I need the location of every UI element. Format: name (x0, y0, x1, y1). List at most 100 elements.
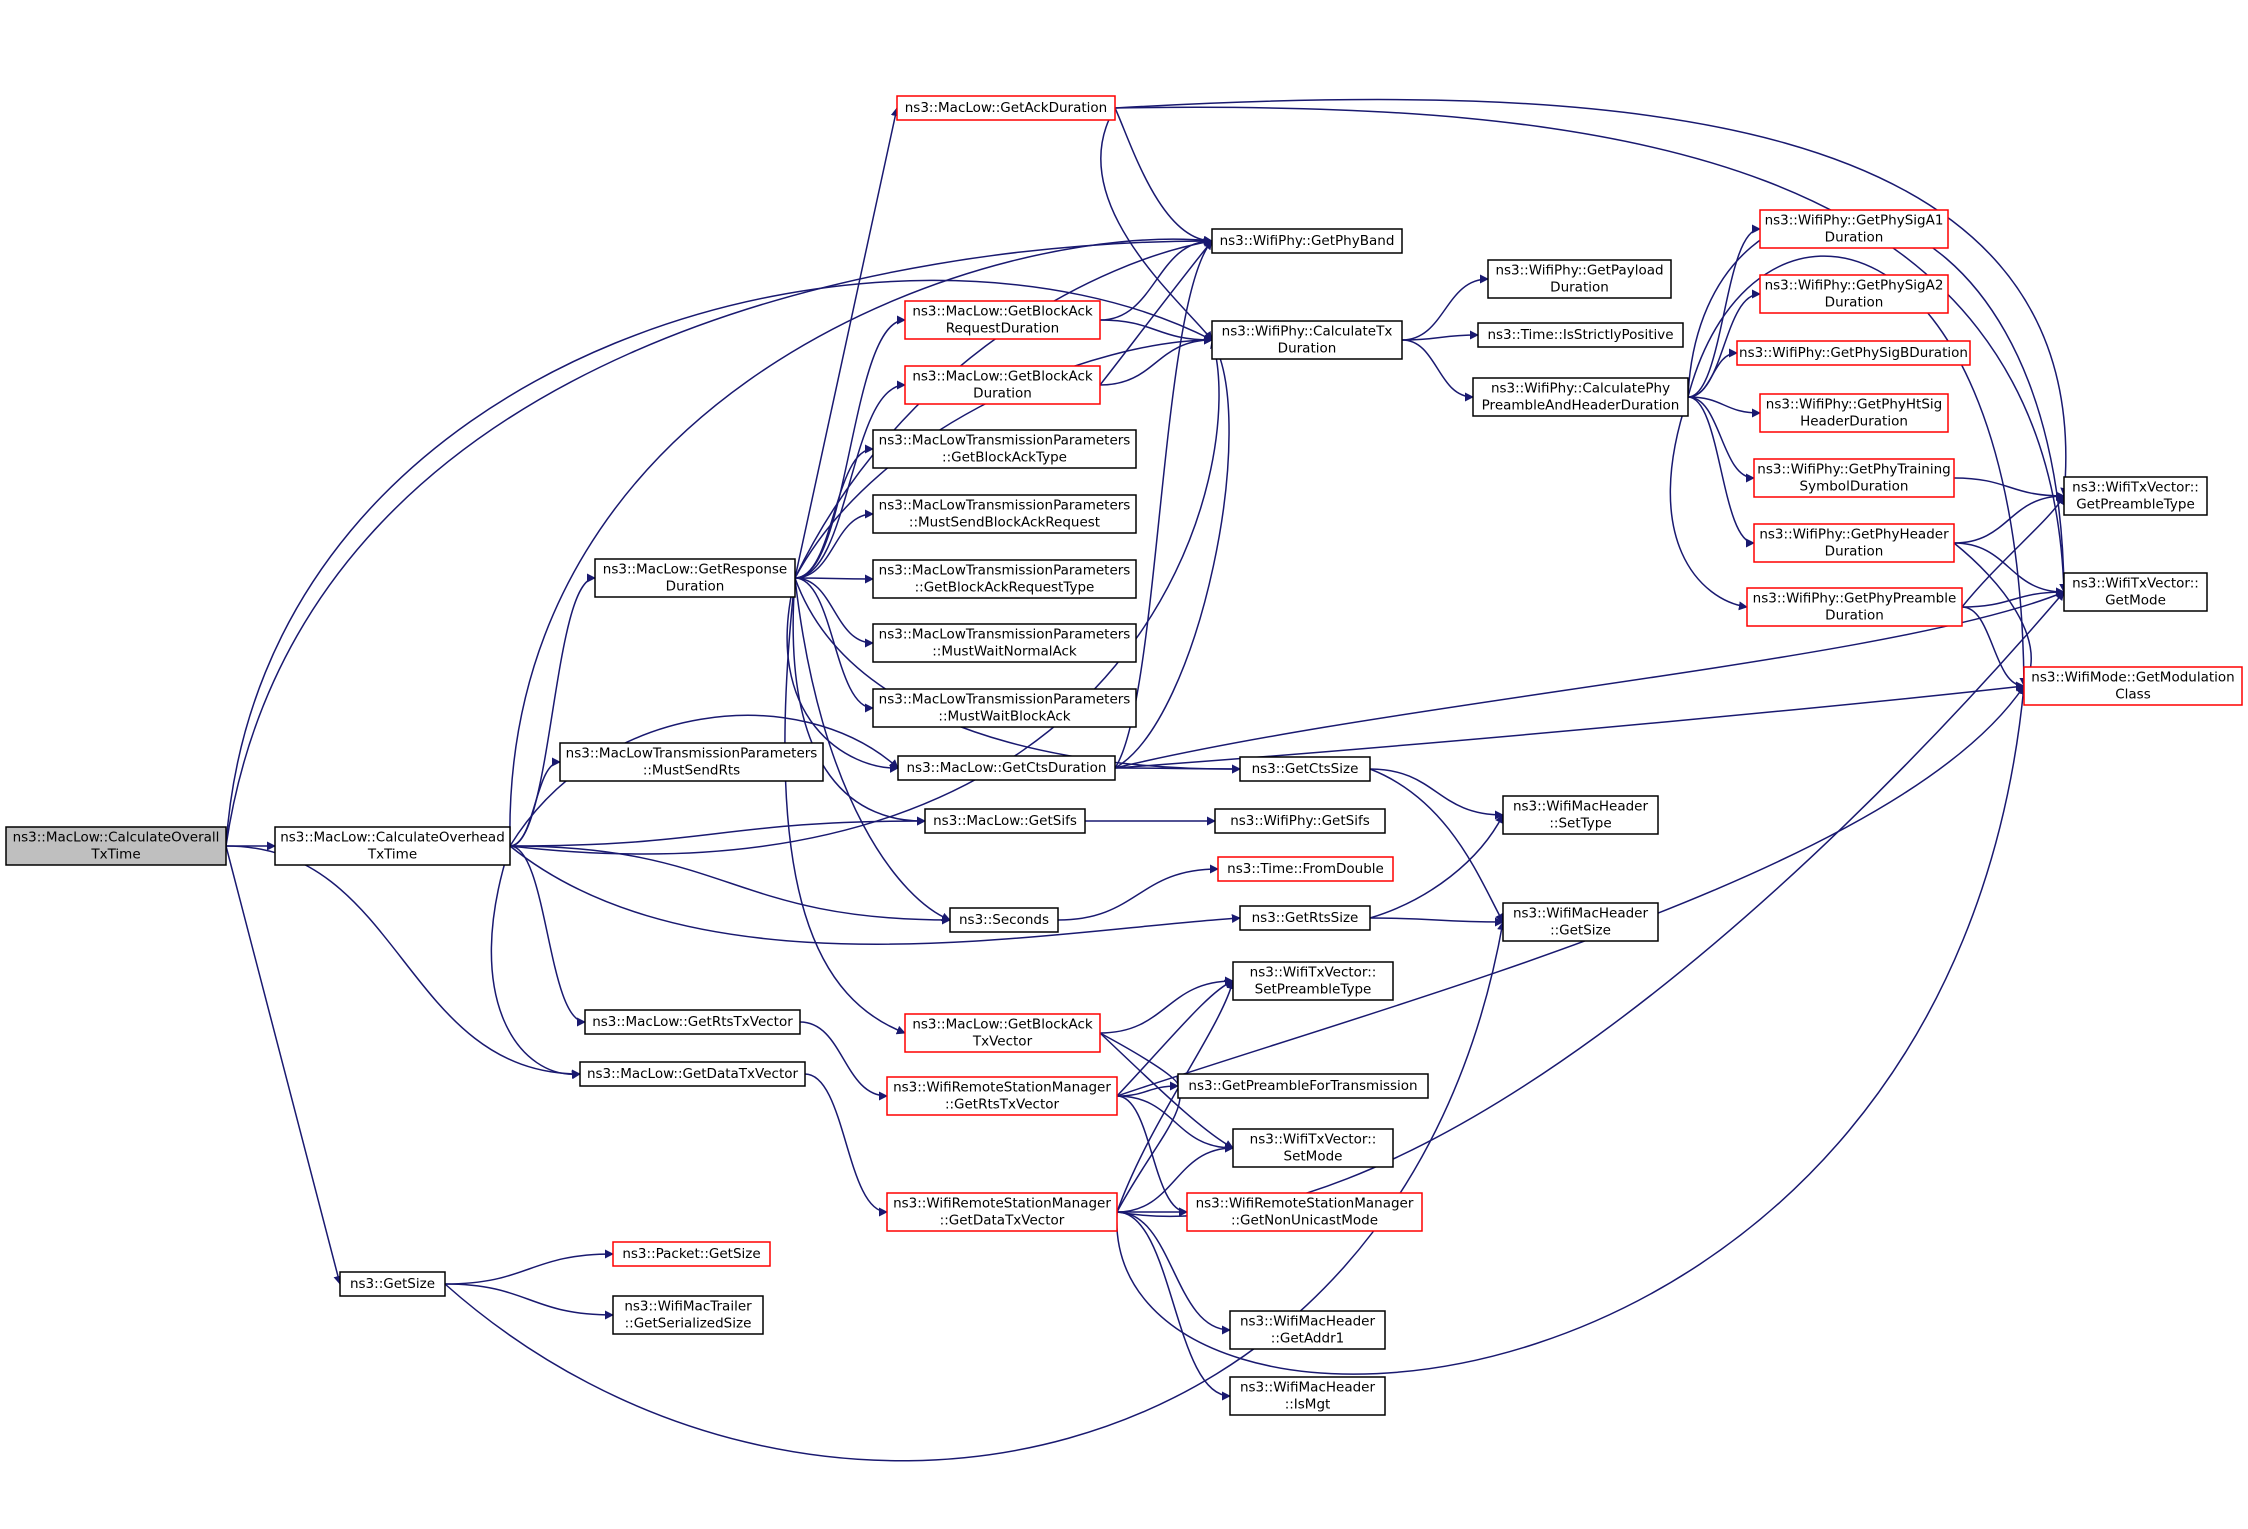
node-box (584, 1009, 801, 1035)
node-getSifs[interactable]: ns3::MacLow::GetSifs (924, 808, 1086, 834)
node-label: PreambleAndHeaderDuration (1482, 398, 1680, 414)
node-wrsmGetDataTxVector[interactable]: ns3::WifiRemoteStationManager::GetDataTx… (886, 1192, 1118, 1232)
edge-getSize-to-trailerSize (444, 1283, 614, 1320)
node-label: ::IsMgt (1285, 1397, 1331, 1413)
node-label: ns3::WifiPhy::GetPayload (1495, 263, 1663, 279)
node-label: ns3::GetCtsSize (1252, 761, 1359, 777)
node-label: ::GetAddr1 (1271, 1331, 1344, 1347)
node-calcPreambleHeader[interactable]: ns3::WifiPhy::CalculatePhyPreambleAndHea… (1472, 377, 1689, 417)
node-mustSendRts[interactable]: ns3::MacLowTransmissionParameters::MustS… (559, 742, 824, 782)
node-getRtsTxVector[interactable]: ns3::MacLow::GetRtsTxVector (584, 1009, 801, 1035)
node-label: TxTime (90, 847, 140, 863)
node-phyGetSifs[interactable]: ns3::WifiPhy::GetSifs (1214, 808, 1386, 834)
node-box (594, 558, 796, 598)
node-seconds[interactable]: ns3::Seconds (949, 907, 1059, 933)
node-label: ns3::WifiRemoteStationManager (1196, 1196, 1414, 1212)
node-mustWaitBlockAck[interactable]: ns3::MacLowTransmissionParameters::MustW… (872, 688, 1137, 728)
node-getPreambleForTx[interactable]: ns3::GetPreambleForTransmission (1177, 1073, 1429, 1099)
node-label: ns3::MacLow::GetBlockAck (912, 304, 1093, 320)
node-label: ns3::MacLowTransmissionParameters (879, 563, 1131, 579)
node-box (1232, 961, 1394, 1001)
node-packetGetSize[interactable]: ns3::Packet::GetSize (612, 1241, 771, 1267)
node-box (612, 1295, 764, 1335)
node-label: ns3::GetSize (350, 1276, 435, 1292)
node-txvGetPreambleType[interactable]: ns3::WifiTxVector::GetPreambleType (2063, 476, 2208, 516)
edge-getCtsDuration-to-getCtsSize (1114, 764, 1241, 774)
edge-getBlockAckDur-to-calcTxDuration (1099, 335, 1213, 386)
node-label: ns3::Time::FromDouble (1227, 861, 1384, 877)
edge-wrsmGetRtsTxVector-to-getPreambleForTx (1116, 1081, 1179, 1097)
node-setMode[interactable]: ns3::WifiTxVector::SetMode (1232, 1128, 1394, 1168)
node-getNonUnicastMode[interactable]: ns3::WifiRemoteStationManager::GetNonUni… (1186, 1192, 1423, 1232)
node-box (1211, 320, 1403, 360)
node-label: HeaderDuration (1800, 414, 1908, 430)
node-getSize[interactable]: ns3::GetSize (339, 1271, 446, 1297)
edge-wrsmGetDataTxVector-to-isMgt (1116, 1211, 1231, 1401)
node-wrsmGetRtsTxVector[interactable]: ns3::WifiRemoteStationManager::GetRtsTxV… (886, 1076, 1118, 1116)
node-label: SymbolDuration (1800, 479, 1909, 495)
node-box (612, 1241, 771, 1267)
node-label: ns3::WifiTxVector:: (1250, 1132, 1377, 1148)
node-label: ns3::MacLowTransmissionParameters (566, 746, 818, 762)
node-mustWaitNormalAck[interactable]: ns3::MacLowTransmissionParameters::MustW… (872, 623, 1137, 663)
node-label: ns3::GetRtsSize (1252, 910, 1359, 926)
node-sigB[interactable]: ns3::WifiPhy::GetPhySigBDuration (1736, 340, 1971, 366)
node-getBARType[interactable]: ns3::MacLowTransmissionParameters::GetBl… (872, 559, 1137, 599)
node-getAddr1[interactable]: ns3::WifiMacHeader::GetAddr1 (1229, 1310, 1386, 1350)
node-label: ns3::MacLowTransmissionParameters (879, 692, 1131, 708)
node-macHdrGetSize[interactable]: ns3::WifiMacHeader::GetSize (1502, 902, 1659, 942)
node-label: ns3::MacLow::GetBlockAck (912, 1017, 1093, 1033)
node-label: ns3::MacLow::GetDataTxVector (587, 1066, 799, 1082)
edge-getResponseDuration-to-getBARType (794, 574, 874, 584)
edge-getResponseDuration-to-getAckDuration (794, 107, 900, 579)
node-txvGetMode[interactable]: ns3::WifiTxVector::GetMode (2063, 572, 2208, 612)
node-box (2063, 476, 2208, 516)
edge-calcOverhead-to-getPhyBand (509, 235, 1213, 847)
edge-getCtsDuration-to-txvGetMode (1114, 590, 2065, 769)
edge-getRtsTxVector-to-wrsmGetRtsTxVector (799, 1021, 888, 1101)
node-getBlockAckType[interactable]: ns3::MacLowTransmissionParameters::GetBl… (872, 429, 1137, 469)
node-label: TxVector (972, 1034, 1033, 1050)
edge-calcOverhead-to-getRtsTxVector (509, 845, 586, 1027)
node-getCtsDuration[interactable]: ns3::MacLow::GetCtsDuration (897, 755, 1116, 781)
node-training[interactable]: ns3::WifiPhy::GetPhyTrainingSymbolDurati… (1753, 458, 1955, 498)
node-getRtsSize[interactable]: ns3::GetRtsSize (1239, 905, 1371, 931)
edge-getCtsSize-to-macHdrSetType (1369, 768, 1504, 820)
node-label: Duration (666, 579, 725, 595)
node-label: GetMode (2105, 593, 2166, 609)
node-label: ns3::WifiPhy::GetPhyHeader (1759, 527, 1949, 543)
node-getCtsSize[interactable]: ns3::GetCtsSize (1239, 756, 1371, 782)
node-mustSendBAR[interactable]: ns3::MacLowTransmissionParameters::MustS… (872, 494, 1137, 534)
node-box (886, 1192, 1118, 1232)
node-setPreambleType[interactable]: ns3::WifiTxVector::SetPreambleType (1232, 961, 1394, 1001)
node-label: ns3::WifiMode::GetModulation (2031, 670, 2234, 686)
edge-getResponseDuration-to-seconds (794, 577, 951, 922)
node-box (1472, 377, 1689, 417)
node-isStrictlyPositive[interactable]: ns3::Time::IsStrictlyPositive (1477, 322, 1684, 348)
node-isMgt[interactable]: ns3::WifiMacHeader::IsMgt (1229, 1376, 1386, 1416)
node-box (1746, 587, 1963, 627)
node-getAckDuration[interactable]: ns3::MacLow::GetAckDuration (896, 95, 1116, 121)
node-fromDouble[interactable]: ns3::Time::FromDouble (1217, 856, 1394, 882)
node-getDataTxVector[interactable]: ns3::MacLow::GetDataTxVector (579, 1061, 806, 1087)
node-getPhyBand[interactable]: ns3::WifiPhy::GetPhyBand (1211, 228, 1403, 254)
node-macHdrSetType[interactable]: ns3::WifiMacHeader::SetType (1502, 795, 1659, 835)
edge-calcTxDuration-to-getPayloadDuration (1401, 274, 1489, 341)
node-trailerSize[interactable]: ns3::WifiMacTrailer::GetSerializedSize (612, 1295, 764, 1335)
node-box (1211, 228, 1403, 254)
